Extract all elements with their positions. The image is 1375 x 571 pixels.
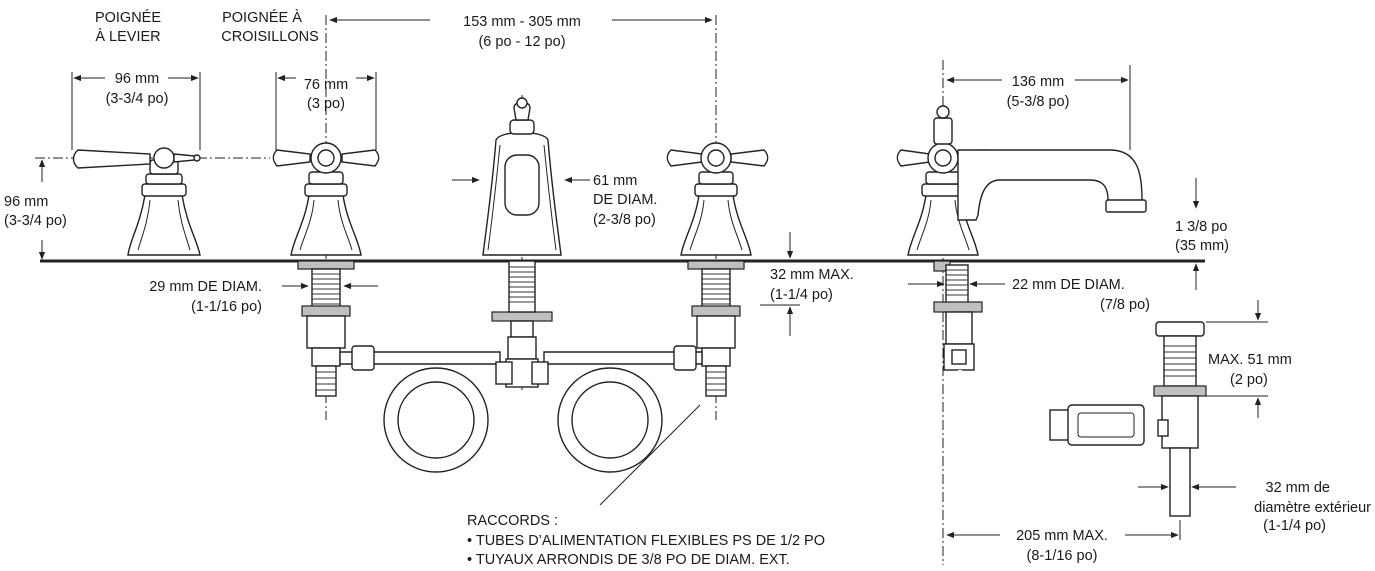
drain-max-label-1: MAX. 51 mm	[1208, 352, 1292, 368]
drain-reach-label-1: 205 mm MAX.	[1016, 528, 1108, 544]
cross-handle-left	[272, 142, 380, 256]
cross-width-label-1: 76 mm	[304, 77, 348, 93]
deck-max-label-2: (1-1/4 po)	[770, 287, 833, 303]
connections-item-1: • TUBES D’ALIMENTATION FLEXIBLES PS DE 1…	[467, 533, 825, 549]
lever-handle-label-1: POIGNÉE	[95, 9, 161, 26]
lever-width-label-1: 96 mm	[115, 71, 159, 87]
spout-assembly	[482, 97, 562, 388]
spout-diam-label-1: 61 mm	[593, 173, 637, 189]
right-valve-body	[687, 260, 745, 397]
drain-od-label-3: (1-1/4 po)	[1263, 518, 1326, 534]
reach-label-1: 136 mm	[1012, 74, 1064, 90]
lever-handle-label-2: À LEVIER	[95, 28, 160, 45]
drain-od-label-1: 32 mm de	[1266, 480, 1330, 496]
cross-handle-label-1: POIGNÉE À	[222, 9, 302, 26]
lever-handle-assembly	[72, 147, 201, 256]
handle-height-label-2: (3-3/4 po)	[4, 213, 67, 229]
connections-title: RACCORDS :	[467, 513, 558, 529]
spout-shank-label-1: 22 mm DE DIAM.	[1012, 277, 1125, 293]
spout-clearance-label-1: 1 3/8 po	[1175, 219, 1227, 235]
drain-reach-label-2: (8-1/16 po)	[1027, 548, 1098, 564]
handle-height-label-1: 96 mm	[4, 194, 48, 210]
connections-item-2: • TUYAUX ARRONDIS DE 3/8 PO DE DIAM. EXT…	[467, 552, 790, 568]
flexible-supply-tubes	[339, 345, 703, 473]
lever-width-label-2: (3-3/4 po)	[106, 91, 169, 107]
deck-max-label-1: 32 mm MAX.	[770, 267, 854, 283]
reach-label-2: (5-3/8 po)	[1007, 94, 1070, 110]
drain-od-label-2: diamètre extérieur	[1254, 500, 1371, 516]
spout-diam-label-2: DE DIAM.	[593, 192, 657, 208]
side-faucet-assembly	[896, 105, 1147, 446]
drain-max-label-2: (2 po)	[1230, 372, 1268, 388]
cross-handle-right	[666, 142, 769, 256]
spout-clearance-label-2: (35 mm)	[1175, 238, 1229, 254]
shank-diam-label-2: (1-1/16 po)	[191, 299, 262, 315]
spread-label-2: (6 po - 12 po)	[478, 34, 565, 50]
shank-diam-label-1: 29 mm DE DIAM.	[149, 279, 262, 295]
cross-handle-label-2: CROISILLONS	[221, 29, 319, 45]
spread-label-1: 153 mm - 305 mm	[463, 14, 581, 30]
cross-width-label-2: (3 po)	[307, 96, 345, 112]
popup-drain-assembly	[1153, 321, 1207, 517]
spout-shank-label-2: (7/8 po)	[1100, 297, 1150, 313]
left-valve-body	[297, 260, 355, 397]
connections-leader	[599, 404, 701, 506]
spout-diam-label-3: (2-3/8 po)	[593, 212, 656, 228]
